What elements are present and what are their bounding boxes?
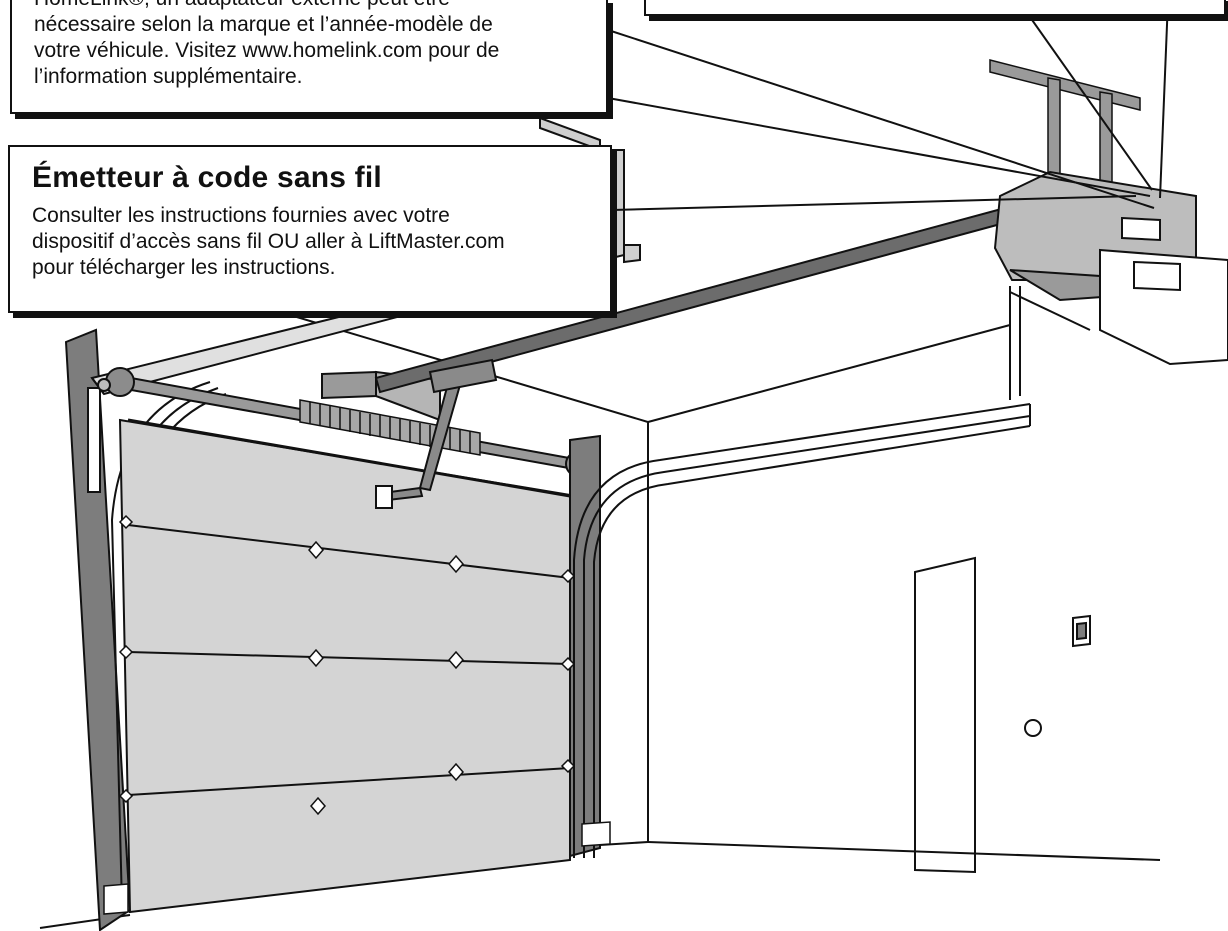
homelink-line-2: nécessaire selon la marque et l’année-mo… — [34, 13, 493, 36]
homelink-text: HomeLink®, un adaptateur externe peut êt… — [34, 0, 594, 90]
interior-door — [914, 556, 1042, 874]
right-track — [573, 403, 1031, 858]
ceiling-bracket — [539, 116, 641, 264]
opener-hanger — [1009, 286, 1091, 400]
top-right-callout-fragment — [644, 0, 1226, 16]
wireless-line-1: Consulter les instructions fournies avec… — [32, 204, 450, 227]
homelink-callout: HomeLink®, un adaptateur externe peut êt… — [10, 0, 608, 114]
garage-door — [118, 418, 571, 914]
homelink-line-3: votre véhicule. Visitez www.homelink.com… — [34, 39, 500, 62]
wall-control — [1072, 614, 1091, 648]
wireless-line-3: pour télécharger les instructions. — [32, 256, 336, 279]
callout-leader-lines — [607, 0, 1169, 211]
room-outline — [39, 311, 1161, 929]
wireless-line-2: dispositif d’accès sans fil OU aller à L… — [32, 230, 505, 253]
ceiling-mount — [989, 59, 1141, 197]
wireless-callout-heading: Émetteur à code sans fil — [32, 161, 382, 194]
door-hinges — [118, 514, 576, 816]
homelink-line-4: l’information supplémentaire. — [34, 65, 303, 88]
homelink-line-1: HomeLink®, un adaptateur externe peut êt… — [34, 0, 594, 12]
bottom-brackets — [103, 821, 611, 915]
opener-unit — [993, 170, 1228, 366]
wireless-keypad-callout: Émetteur à code sans fil Consulter les i… — [8, 145, 612, 313]
